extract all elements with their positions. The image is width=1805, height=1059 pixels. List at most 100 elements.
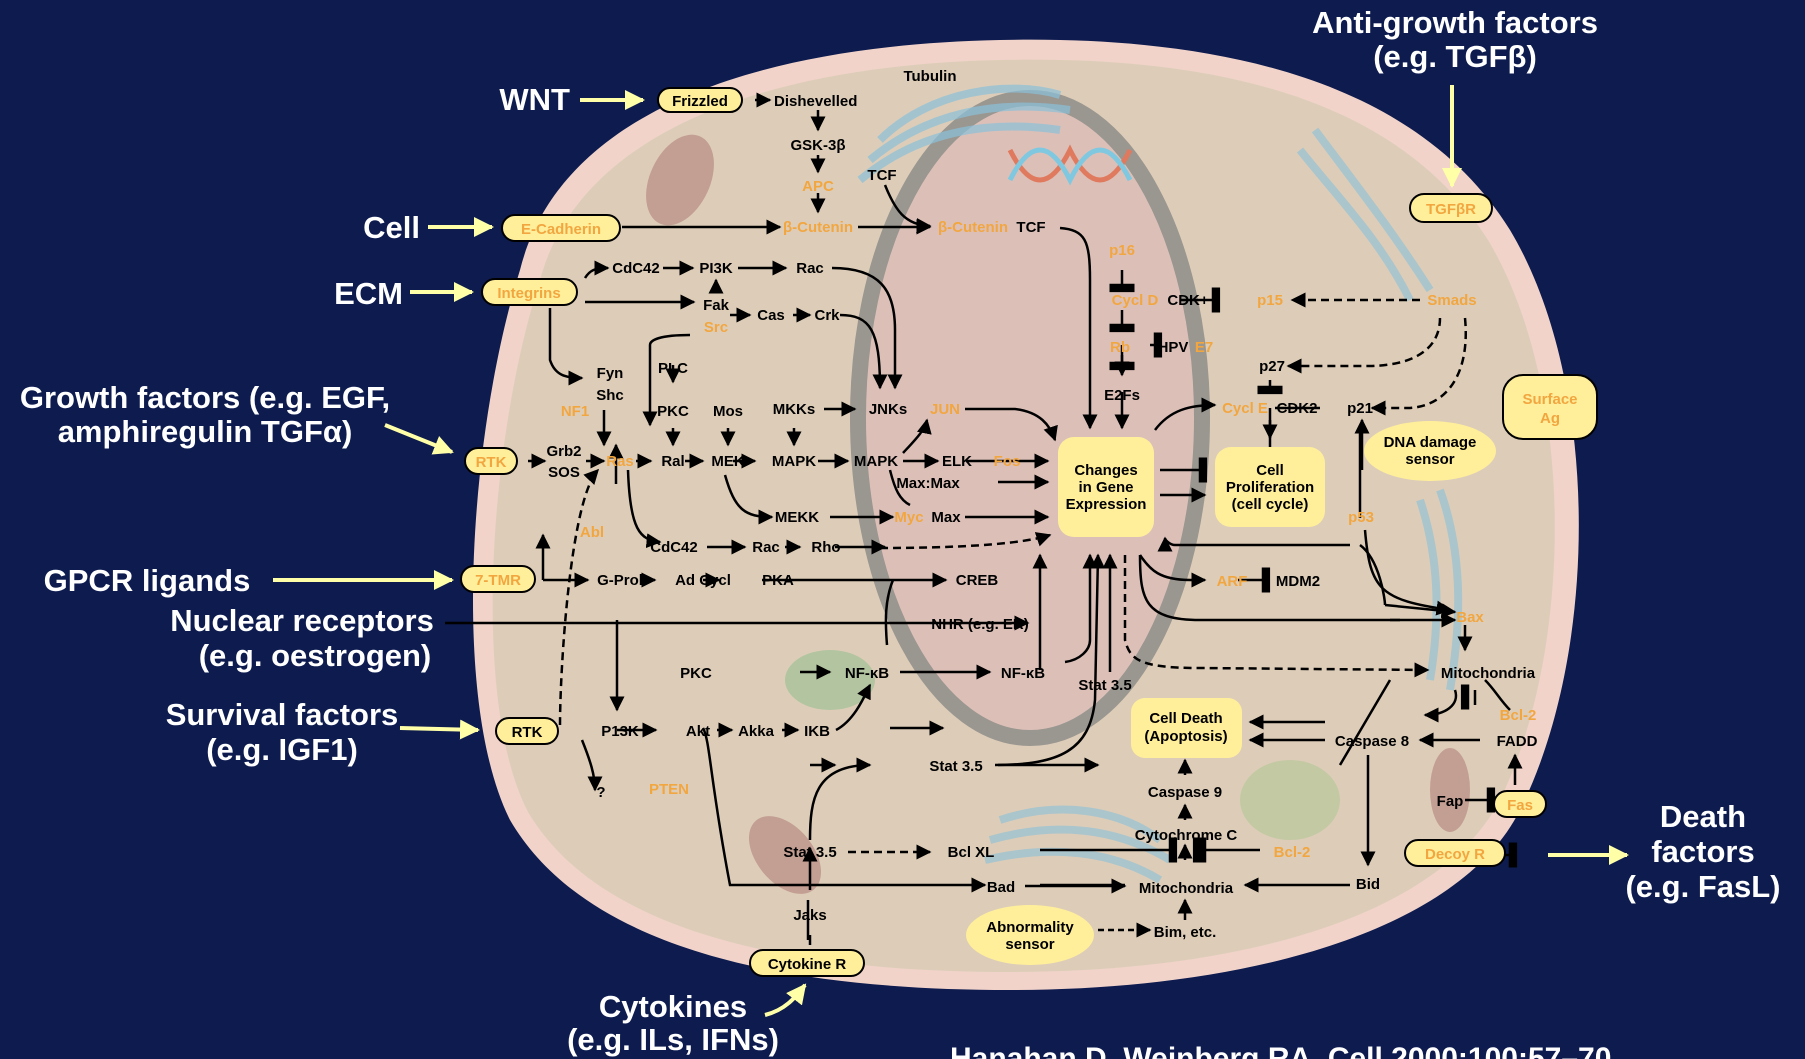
- node-adcycl: Ad Cycl: [675, 572, 731, 589]
- label-death-factors-3: (e.g. FasL): [1625, 869, 1780, 904]
- node-bcl2-1: Bcl-2: [1500, 707, 1537, 724]
- label-cytokines-2: (e.g. ILs, IFNs): [567, 1022, 779, 1057]
- label-ecm: ECM: [334, 276, 403, 311]
- node-myc: Myc: [894, 509, 923, 526]
- node-shc: Shc: [596, 387, 624, 404]
- label-growth-factors-2: amphiregulin TGFα): [58, 414, 353, 449]
- receptor-ecadherin: E-Cadherin: [521, 221, 601, 238]
- node-bcatenin-1: β-Cutenin: [783, 219, 853, 236]
- node-fak: Fak: [703, 297, 730, 314]
- node-mdm2: MDM2: [1276, 573, 1320, 590]
- node-question: ?: [596, 784, 605, 801]
- label-growth-factors: Growth factors (e.g. EGF,: [20, 380, 390, 415]
- gene-expression-line2: in Gene: [1078, 479, 1133, 496]
- node-sos: SOS: [548, 464, 580, 481]
- node-nhr: NHR (e.g. ER): [931, 616, 1029, 633]
- node-elk: ELK: [942, 453, 972, 470]
- citation: Hanahan D, Weinberg RA. Cell 2000;100:57…: [950, 1042, 1611, 1059]
- node-nfkb-2: NF-κB: [1001, 665, 1045, 682]
- node-cytochrome-c: Cytochrome C: [1135, 827, 1238, 844]
- node-fap: Fap: [1437, 793, 1464, 810]
- node-cycld: Cycl D: [1112, 292, 1159, 309]
- node-pi3k: PI3K: [699, 260, 733, 277]
- receptor-frizzled: Frizzled: [672, 93, 728, 110]
- node-caspase9: Caspase 9: [1148, 784, 1222, 801]
- node-pten: PTEN: [649, 781, 689, 798]
- node-bax: Bax: [1456, 609, 1484, 626]
- node-crk: Crk: [814, 307, 840, 324]
- label-gpcr: GPCR ligands: [44, 563, 251, 598]
- node-tubulin: Tubulin: [903, 68, 956, 85]
- label-wnt: WNT: [499, 82, 570, 117]
- cell-death-line2: (Apoptosis): [1144, 728, 1227, 745]
- node-ral: Ral: [661, 453, 684, 470]
- node-bcatenin-2: β-Cutenin: [938, 219, 1008, 236]
- node-nf1: NF1: [561, 403, 589, 420]
- node-mek: MEK: [711, 453, 745, 470]
- node-akka: Akka: [738, 723, 775, 740]
- node-rho: Rho: [811, 539, 840, 556]
- gene-expression-line3: Expression: [1066, 496, 1147, 513]
- node-cdc42-2: CdC42: [650, 539, 698, 556]
- cell-proliferation-line1: Cell: [1256, 462, 1284, 479]
- node-arf: ARF: [1217, 573, 1248, 590]
- node-e7: E7: [1195, 339, 1213, 356]
- node-mitochondria-2: Mitochondria: [1139, 880, 1234, 897]
- node-fos: Fos: [994, 453, 1021, 470]
- receptor-rtk-2: RTK: [512, 724, 543, 741]
- node-mkks: MKKs: [773, 401, 816, 418]
- node-fyn: Fyn: [597, 365, 624, 382]
- golgi: [1240, 760, 1340, 840]
- node-rb: Rb: [1110, 339, 1130, 356]
- node-p53: p53: [1348, 509, 1374, 526]
- label-nuclear-receptors-2: (e.g. oestrogen): [199, 638, 432, 673]
- node-rac-2: Rac: [752, 539, 780, 556]
- gene-expression-line1: Changes: [1074, 462, 1137, 479]
- cell-proliferation-line2: Proliferation: [1226, 479, 1314, 496]
- node-nfkb-1: NF-κB: [845, 665, 889, 682]
- node-p13k: P13K: [601, 723, 639, 740]
- node-ikb: IKB: [804, 723, 830, 740]
- node-mapk-1: MAPK: [772, 453, 816, 470]
- receptor-decoy-r: Decoy R: [1425, 846, 1485, 863]
- node-smads: Smads: [1427, 292, 1476, 309]
- node-p21: p21: [1347, 400, 1373, 417]
- label-survival-factors: Survival factors: [166, 697, 399, 732]
- abnormality-sensor-line2: sensor: [1005, 936, 1054, 953]
- node-cdk2: CDK2: [1277, 400, 1318, 417]
- node-ras: Ras: [606, 453, 634, 470]
- abnormality-sensor-line1: Abnormality: [986, 919, 1074, 936]
- node-p16: p16: [1109, 242, 1135, 259]
- node-maxmax: Max:Max: [896, 475, 960, 492]
- label-nuclear-receptors: Nuclear receptors: [170, 603, 434, 638]
- label-cytokines: Cytokines: [599, 989, 747, 1024]
- node-jun: JUN: [930, 401, 960, 418]
- node-fadd: FADD: [1497, 733, 1538, 750]
- node-mekk: MEKK: [775, 509, 819, 526]
- node-stat35-1: Stat 3.5: [1078, 677, 1131, 694]
- node-hpv: HPV: [1158, 339, 1189, 356]
- node-cas: Cas: [757, 307, 785, 324]
- node-creb: CREB: [956, 572, 999, 589]
- dna-damage-sensor-line1: DNA damage: [1384, 434, 1477, 451]
- node-pka: PKA: [762, 572, 794, 589]
- node-jaks: Jaks: [793, 907, 826, 924]
- label-anti-growth-2: (e.g. TGFβ): [1373, 39, 1537, 74]
- node-stat35-2: Stat 3.5: [929, 758, 982, 775]
- node-max: Max: [931, 509, 961, 526]
- receptor-integrins: Integrins: [497, 285, 560, 302]
- node-dishevelled: Dishevelled: [774, 93, 857, 110]
- receptor-7tmr: 7-TMR: [475, 572, 521, 589]
- label-death-factors: Death: [1660, 799, 1746, 834]
- node-bim: Bim, etc.: [1154, 924, 1217, 941]
- node-mos: Mos: [713, 403, 743, 420]
- label-cell: Cell: [363, 210, 420, 245]
- node-bad: Bad: [987, 879, 1015, 896]
- node-bclxl: Bcl XL: [948, 844, 995, 861]
- node-apc: APC: [802, 178, 834, 195]
- node-p27: p27: [1259, 358, 1285, 375]
- node-bid: Bid: [1356, 876, 1380, 893]
- receptor-rtk-1: RTK: [476, 454, 507, 471]
- nucleus: [858, 98, 1202, 738]
- node-e2fs: E2Fs: [1104, 387, 1140, 404]
